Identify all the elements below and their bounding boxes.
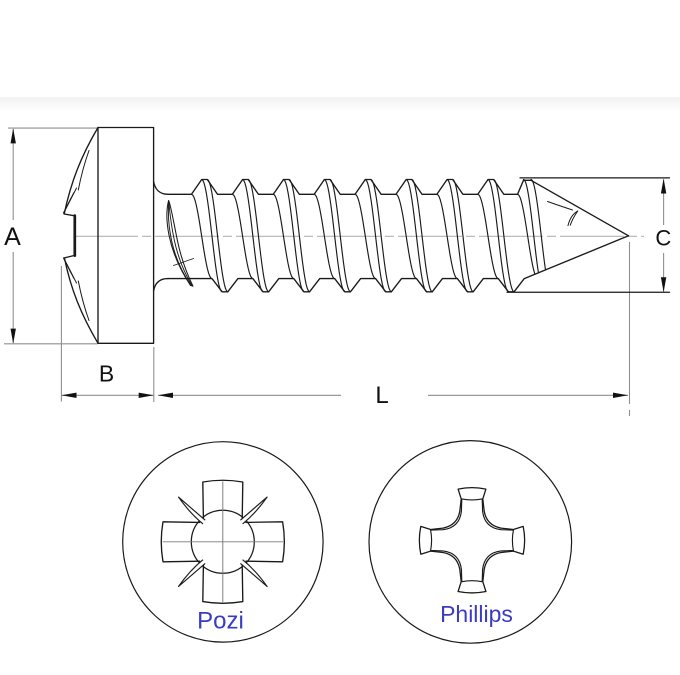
svg-text:C: C [655, 225, 671, 250]
svg-text:Phillips: Phillips [440, 601, 513, 627]
svg-text:Pozi: Pozi [197, 608, 244, 635]
svg-text:B: B [99, 361, 114, 387]
svg-text:A: A [4, 223, 21, 251]
svg-text:L: L [375, 382, 388, 409]
